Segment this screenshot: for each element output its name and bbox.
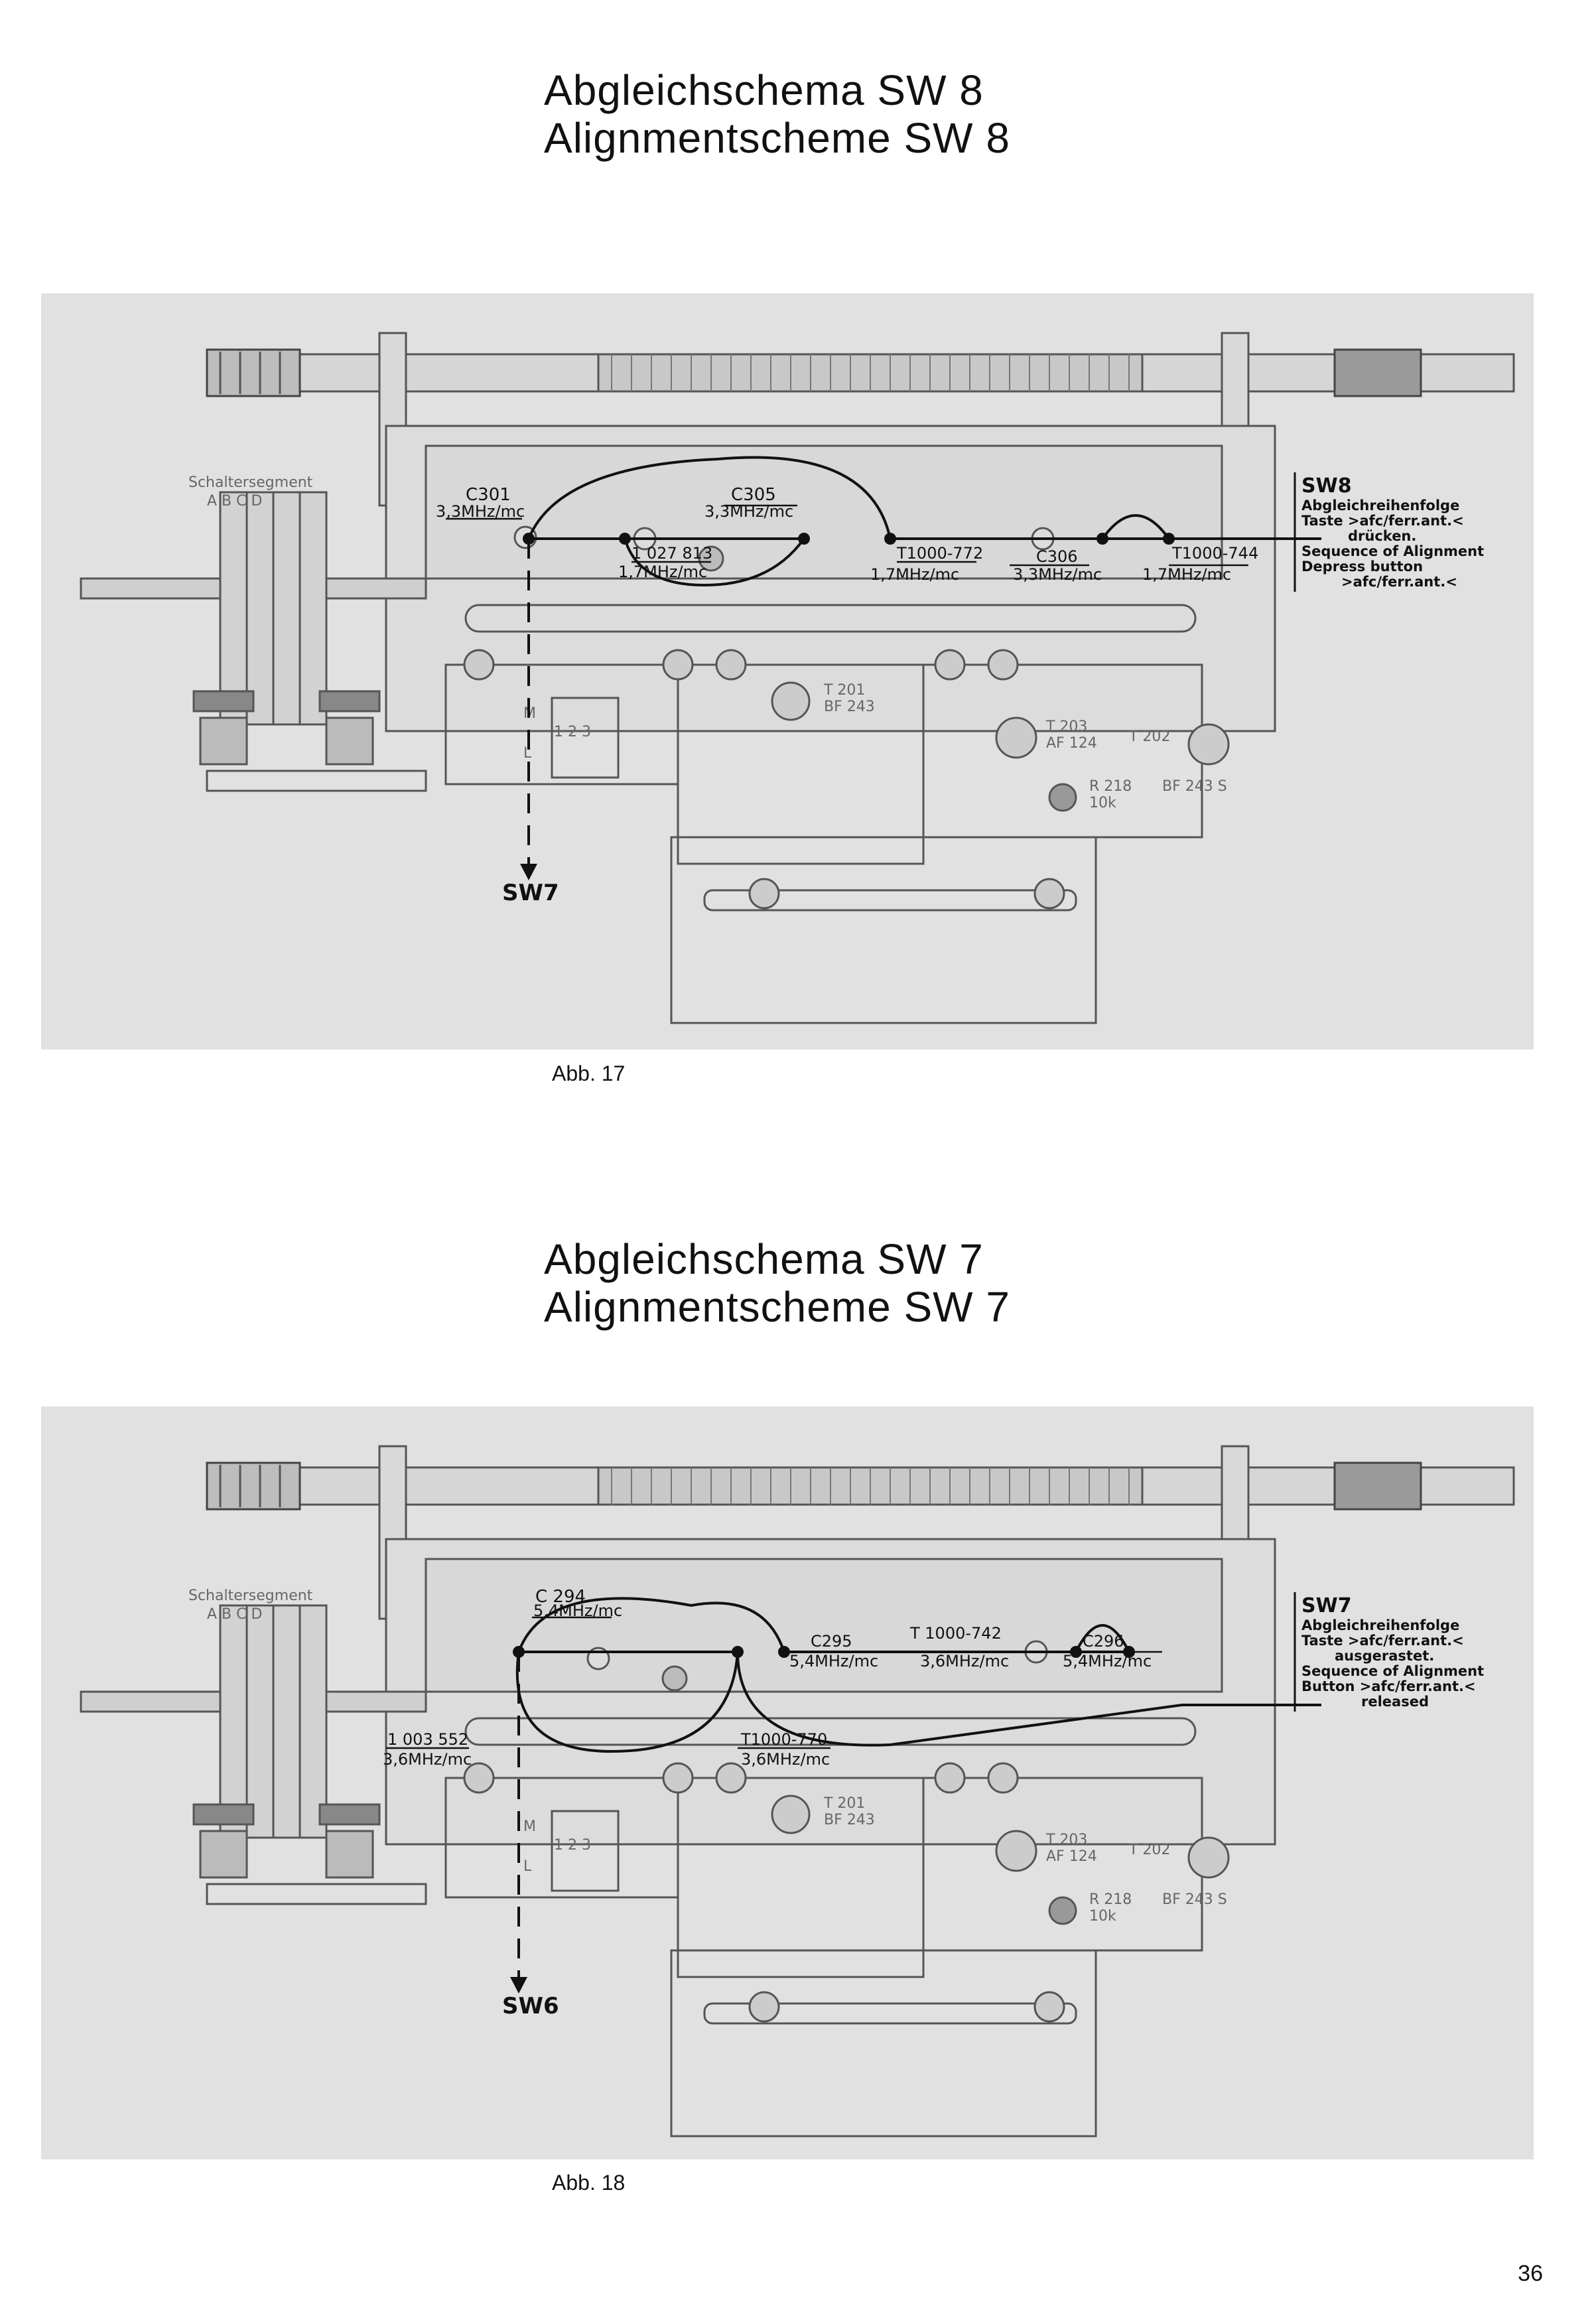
c295-label: C295 — [811, 1632, 852, 1651]
switch-segment-label: Schaltersegment — [188, 474, 313, 491]
sequence-line-6: >afc/ferr.ant.< — [1341, 574, 1457, 590]
t742-freq: 3,6MHz/mc — [920, 1652, 1009, 1670]
figure-1-caption: Abb. 17 — [552, 1061, 626, 1085]
sequence-line-5: Depress button — [1301, 559, 1423, 575]
c296-label: C296 — [1083, 1632, 1124, 1651]
figure-2-title: Abgleichschema SW 7 Alignmentscheme SW 7 — [544, 1235, 1010, 1331]
sequence-line-2: Taste >afc/ferr.ant.< — [1301, 1633, 1464, 1649]
bf243s-label: BF 243 S — [1162, 778, 1227, 795]
r218-value: 10k — [1089, 795, 1116, 811]
t201-label: T 201 — [823, 682, 865, 699]
sequence-line-6: released — [1361, 1694, 1429, 1710]
c294-label: C 294 — [535, 1587, 586, 1607]
sequence-line-1: Abgleichreihenfolge — [1301, 1617, 1459, 1633]
c296-freq: 5,4MHz/mc — [1063, 1652, 1152, 1670]
bf243-label: BF 243 — [824, 699, 875, 715]
exit-label: SW6 — [502, 1993, 559, 2019]
sequence-title: SW8 — [1301, 474, 1352, 498]
c305-label: C305 — [731, 485, 776, 505]
l1027-freq: 1,7MHz/mc — [618, 563, 707, 581]
c306-freq: 3,3MHz/mc — [1013, 565, 1102, 584]
sequence-line-3: ausgerastet. — [1335, 1648, 1434, 1664]
t770-label: T1000-770 — [740, 1730, 827, 1749]
t203-label: T 203 — [1045, 1832, 1087, 1848]
figure-1-title-en: Alignmentscheme SW 8 — [544, 114, 1010, 162]
c294-freq: 5,4MHz/mc — [533, 1601, 622, 1620]
switch-numbers: 1 2 3 — [554, 1837, 591, 1854]
figure-2-diagram: Schaltersegment A B C D T 201 BF 243 T 2… — [41, 1406, 1534, 2159]
sequence-line-4: Sequence of Alignment — [1301, 1663, 1484, 1679]
alignment-path — [520, 456, 1321, 880]
bf243-label: BF 243 — [824, 1812, 875, 1828]
sequence-line-4: Sequence of Alignment — [1301, 543, 1484, 559]
c301-freq: 3,3MHz/mc — [436, 502, 525, 521]
figure-1-title: Abgleichschema SW 8 Alignmentscheme SW 8 — [544, 66, 1010, 162]
switch-letters: A B C D — [207, 1606, 262, 1623]
exit-label: SW7 — [502, 880, 559, 906]
sequence-line-2: Taste >afc/ferr.ant.< — [1301, 513, 1464, 529]
sequence-line-3: drücken. — [1348, 528, 1416, 544]
t772-freq: 1,7MHz/mc — [870, 565, 959, 584]
af124-label: AF 124 — [1046, 735, 1097, 752]
figure-2-caption: Abb. 18 — [552, 2171, 626, 2195]
sequence-line-5: Button >afc/ferr.ant.< — [1301, 1678, 1476, 1694]
l1027-label: 1 027 813 — [632, 544, 712, 563]
switch-l-label: L — [523, 1858, 532, 1875]
t202-label: T 202 — [1128, 728, 1170, 745]
t742-label: T 1000-742 — [909, 1624, 1002, 1643]
sequence-line-1: Abgleichreihenfolge — [1301, 498, 1459, 513]
t772-label: T1000-772 — [896, 544, 983, 563]
switch-segment-label: Schaltersegment — [188, 1588, 313, 1604]
r218-value: 10k — [1089, 1908, 1116, 1925]
page-number: 36 — [1518, 2261, 1543, 2286]
switch-m-label: M — [523, 1818, 536, 1835]
c305-freq: 3,3MHz/mc — [704, 502, 793, 521]
af124-label: AF 124 — [1046, 1848, 1097, 1865]
t744-label: T1000-744 — [1171, 544, 1258, 563]
t202-label: T 202 — [1128, 1842, 1170, 1858]
t744-freq: 1,7MHz/mc — [1142, 565, 1231, 584]
sequence-title: SW7 — [1301, 1594, 1352, 1617]
mechanism-drawing — [80, 1445, 1515, 2138]
mechanism-drawing — [80, 332, 1515, 1024]
figure-2-svg: Schaltersegment A B C D T 201 BF 243 T 2… — [80, 1445, 1515, 2138]
figure-1-svg: Schaltersegment A B C D T 201 BF 243 T 2… — [80, 332, 1515, 1024]
t203-label: T 203 — [1045, 718, 1087, 735]
t770-freq: 3,6MHz/mc — [741, 1750, 830, 1769]
bf243s-label: BF 243 S — [1162, 1891, 1227, 1908]
figure-1-title-de: Abgleichschema SW 8 — [544, 66, 984, 114]
r218-label: R 218 — [1089, 1891, 1132, 1908]
t201-label: T 201 — [823, 1795, 865, 1812]
switch-numbers: 1 2 3 — [554, 724, 591, 740]
c306-label: C306 — [1036, 547, 1078, 566]
l1003-freq: 3,6MHz/mc — [383, 1750, 472, 1769]
switch-letters: A B C D — [207, 493, 262, 509]
figure-1-diagram: Schaltersegment A B C D T 201 BF 243 T 2… — [41, 293, 1534, 1050]
c295-freq: 5,4MHz/mc — [789, 1652, 878, 1670]
r218-label: R 218 — [1089, 778, 1132, 795]
c301-label: C301 — [466, 485, 511, 505]
l1003-label: 1 003 552 — [387, 1730, 468, 1749]
figure-2-title-de: Abgleichschema SW 7 — [544, 1235, 984, 1283]
figure-2-title-en: Alignmentscheme SW 7 — [544, 1283, 1010, 1331]
